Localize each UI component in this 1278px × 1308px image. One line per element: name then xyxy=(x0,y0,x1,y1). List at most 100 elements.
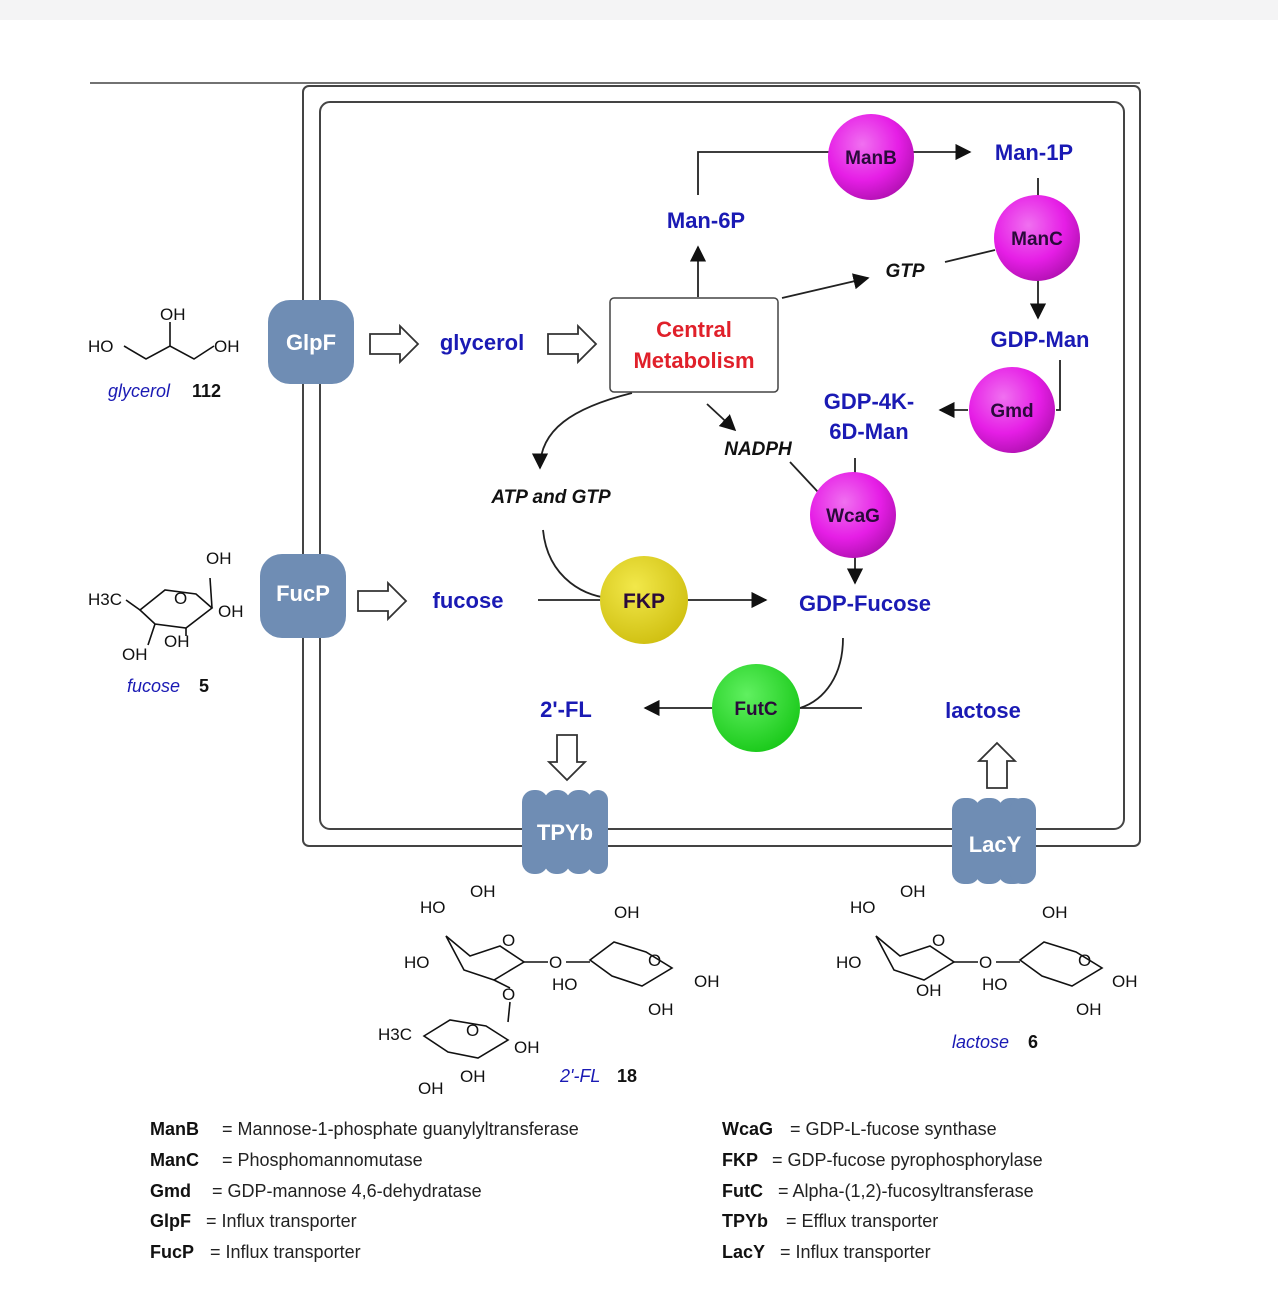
metabolite-2fl: 2'-FL xyxy=(540,697,592,722)
legend-right: WcaG = GDP-L-fucose synthase FKP = GDP-f… xyxy=(722,1119,1043,1262)
metabolite-atp-gtp: ATP and GTP xyxy=(490,487,611,508)
lactose-number: 6 xyxy=(1028,1032,1038,1052)
legend-val-manb: = Mannose-1-phosphate guanylyltransferas… xyxy=(222,1119,579,1139)
enzyme-fkp-label: FKP xyxy=(623,590,665,613)
lac-o-1: O xyxy=(932,931,945,950)
cell-membrane xyxy=(302,85,1141,847)
transporter-lacy: LacY xyxy=(952,798,1036,884)
legend-key-fucp: FucP xyxy=(150,1242,194,1262)
metabolite-gdp-4k-line1: GDP-4K- xyxy=(824,389,914,414)
legend-val-gmd: = GDP-mannose 4,6-dehydratase xyxy=(212,1181,482,1201)
legend-val-lacy: = Influx transporter xyxy=(780,1242,931,1262)
enzyme-fkp: FKP xyxy=(600,556,688,644)
glycerol-ho-left: HO xyxy=(88,337,114,356)
fucose-oh1: OH xyxy=(206,549,232,568)
enzyme-gmd: Gmd xyxy=(969,367,1055,453)
transporter-tpyb-label: TPYb xyxy=(537,820,593,845)
glycerol-number: 112 xyxy=(192,381,221,401)
metabolite-fucose: fucose xyxy=(433,588,504,613)
legend-key-fkp: FKP xyxy=(722,1150,758,1170)
fucose-h3c: H3C xyxy=(88,590,122,609)
fucose-oh2: OH xyxy=(218,602,244,621)
2fl-oh-7: OH xyxy=(418,1079,444,1098)
transporter-glpf: GlpF xyxy=(268,300,354,384)
legend-val-wcag: = GDP-L-fucose synthase xyxy=(790,1119,997,1139)
enzyme-gmd-label: Gmd xyxy=(990,401,1033,422)
fucose-number: 5 xyxy=(199,676,209,696)
enzyme-futc-label: FutC xyxy=(734,699,778,720)
enzyme-futc: FutC xyxy=(712,664,800,752)
lac-o-2: O xyxy=(1078,951,1091,970)
lac-oh-3: OH xyxy=(1042,903,1068,922)
transporter-lacy-label: LacY xyxy=(969,832,1022,857)
legend-key-manc: ManC xyxy=(150,1150,199,1170)
2fl-o-2: O xyxy=(648,951,661,970)
transporter-fucp-label: FucP xyxy=(276,581,330,606)
legend: ManB = Mannose-1-phosphate guanylyltrans… xyxy=(150,1119,1043,1262)
structure-fucose: OH H3C O OH OH OH fucose 5 xyxy=(88,549,244,696)
2fl-o-link: O xyxy=(549,953,562,972)
legend-key-tpyb: TPYb xyxy=(722,1211,768,1231)
2fl-oh-2: OH xyxy=(614,903,640,922)
lac-o-link: O xyxy=(979,953,992,972)
transport-arrows xyxy=(357,323,1018,789)
legend-key-glpf: GlpF xyxy=(150,1211,191,1231)
glycerol-oh-top: OH xyxy=(160,305,186,324)
lactose-name: lactose xyxy=(952,1032,1009,1052)
legend-val-tpyb: = Efflux transporter xyxy=(786,1211,938,1231)
2fl-o-4: O xyxy=(466,1021,479,1040)
central-metabolism-box: Central Metabolism xyxy=(609,297,779,393)
2fl-oh-3: OH xyxy=(694,972,720,991)
2fl-o-1: O xyxy=(502,931,515,950)
fucose-oh3: OH xyxy=(164,632,190,651)
structure-lactose: HO OH O HO O OH OH O HO OH OH lactose 6 xyxy=(836,882,1138,1052)
enzyme-wcag-label: WcaG xyxy=(826,506,880,527)
lac-oh-5: OH xyxy=(1112,972,1138,991)
lac-oh-4: OH xyxy=(1076,1000,1102,1019)
legend-left: ManB = Mannose-1-phosphate guanylyltrans… xyxy=(150,1119,579,1262)
lac-ho-2: HO xyxy=(836,953,862,972)
legend-key-gmd: Gmd xyxy=(150,1181,191,1201)
2fl-oh-1: OH xyxy=(470,882,496,901)
metabolite-gtp: GTP xyxy=(885,261,924,282)
2fl-ho-1: HO xyxy=(420,898,446,917)
enzyme-wcag: WcaG xyxy=(810,472,896,558)
fucose-oh4: OH xyxy=(122,645,148,664)
enzyme-manb-label: ManB xyxy=(845,148,897,169)
transporter-tpyb: TPYb xyxy=(522,790,608,874)
fucose-name: fucose xyxy=(127,676,180,696)
legend-val-fkp: = GDP-fucose pyrophosphorylase xyxy=(772,1150,1043,1170)
glycerol-oh-right: OH xyxy=(214,337,240,356)
fucose-o: O xyxy=(174,589,187,608)
metabolite-glycerol: glycerol xyxy=(440,330,524,355)
legend-key-lacy: LacY xyxy=(722,1242,765,1262)
2fl-o-3: O xyxy=(502,985,515,1004)
structure-glycerol: OH HO OH glycerol 112 xyxy=(88,305,240,401)
2fl-h3c: H3C xyxy=(378,1025,412,1044)
legend-key-futc: FutC xyxy=(722,1181,763,1201)
lac-oh-2: OH xyxy=(916,981,942,1000)
legend-key-wcag: WcaG xyxy=(722,1119,773,1139)
lac-ho-3: HO xyxy=(982,975,1008,994)
enzyme-manc-label: ManC xyxy=(1011,229,1063,250)
2fl-name: 2'-FL xyxy=(559,1066,600,1086)
2fl-ho-2: HO xyxy=(404,953,430,972)
legend-key-manb: ManB xyxy=(150,1119,199,1139)
metabolite-nadph: NADPH xyxy=(724,439,793,460)
2fl-ho-3: HO xyxy=(552,975,578,994)
metabolite-man6p: Man-6P xyxy=(667,208,745,233)
metabolite-gdp-man: GDP-Man xyxy=(991,327,1090,352)
legend-val-fucp: = Influx transporter xyxy=(210,1242,361,1262)
2fl-oh-4: OH xyxy=(648,1000,674,1019)
panel-background xyxy=(0,20,1278,1308)
central-line1: Central xyxy=(656,317,732,342)
metabolite-man1p: Man-1P xyxy=(995,140,1073,165)
2fl-oh-6: OH xyxy=(460,1067,486,1086)
transporter-glpf-label: GlpF xyxy=(286,330,336,355)
enzyme-manb: ManB xyxy=(828,114,914,200)
2fl-number: 18 xyxy=(617,1066,637,1086)
legend-val-manc: = Phosphomannomutase xyxy=(222,1150,423,1170)
transporter-fucp: FucP xyxy=(260,554,346,638)
glycerol-name: glycerol xyxy=(108,381,171,401)
metabolite-gdp-fucose: GDP-Fucose xyxy=(799,591,931,616)
